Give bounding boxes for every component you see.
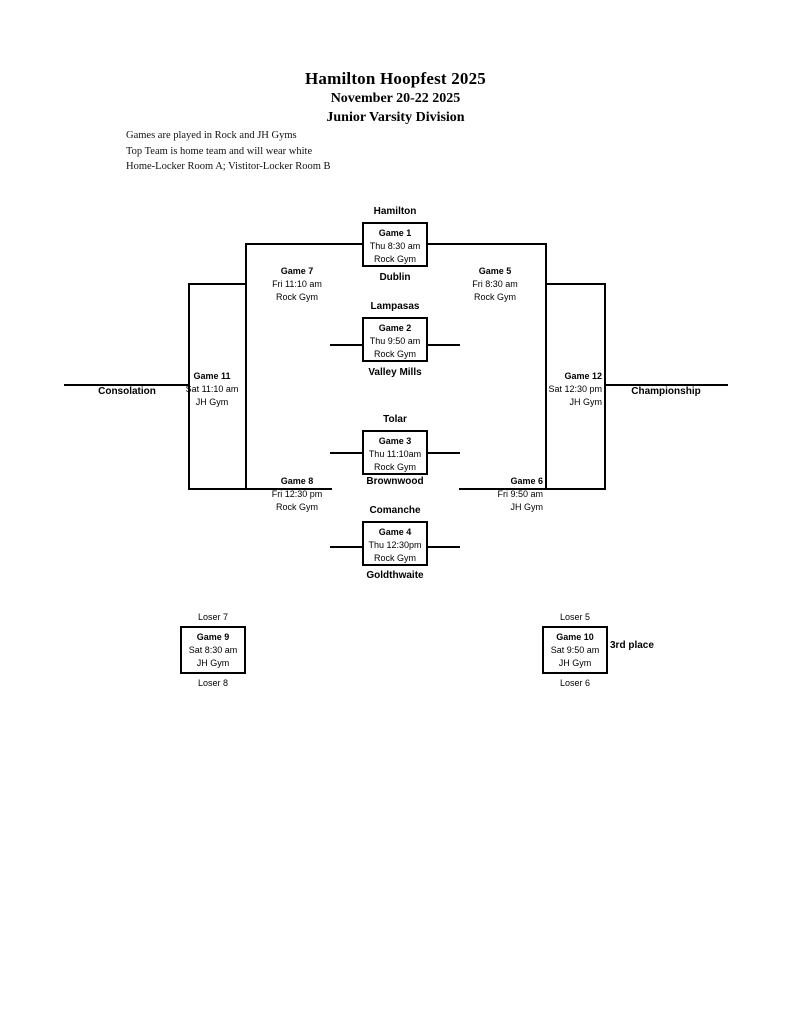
note-line-2: Top Team is home team and will wear whit… — [126, 145, 313, 157]
game-8-time: Fri 12:30 pm — [271, 489, 323, 499]
bracket-arm-g7-top — [245, 243, 332, 245]
slot-label-game10-top: Loser 5 — [559, 612, 591, 622]
bracket-spine-g12 — [604, 283, 606, 490]
connector-g1-out — [428, 243, 460, 245]
team-label-game1-top: Hamilton — [373, 206, 417, 217]
game-node-12[interactable]: Game 12 Sat 12:30 pm JH Gym — [506, 370, 602, 409]
bracket-arm-g12-top — [545, 283, 606, 285]
game-5-time: Fri 8:30 am — [472, 279, 518, 289]
game-3-name: Game 3 — [378, 436, 412, 446]
game-box-1[interactable]: Game 1 Thu 8:30 am Rock Gym — [362, 222, 428, 267]
game-10-name: Game 10 — [556, 632, 594, 642]
team-label-game2-top: Lampasas — [370, 301, 420, 312]
game-1-name: Game 1 — [378, 228, 412, 238]
game-7-name: Game 7 — [280, 266, 314, 276]
bracket-spine-g7 — [245, 243, 247, 490]
bracket-arm-g11-top — [188, 283, 247, 285]
game-node-8[interactable]: Game 8 Fri 12:30 pm Rock Gym — [249, 475, 345, 514]
game-box-3[interactable]: Game 3 Thu 11:10am Rock Gym — [362, 430, 428, 475]
game-box-10[interactable]: Game 10 Sat 9:50 am JH Gym — [542, 626, 608, 674]
game-12-venue: JH Gym — [569, 397, 603, 407]
bracket-arm-g7-bottom — [245, 488, 332, 490]
connector-g1-in — [330, 243, 362, 245]
connector-g3-out — [428, 452, 460, 454]
team-label-game3-top: Tolar — [383, 414, 407, 425]
team-label-game2-bottom: Valley Mills — [368, 367, 422, 378]
game-7-venue: Rock Gym — [275, 292, 318, 302]
page-title: Hamilton Hoopfest 2025 — [304, 69, 486, 88]
bracket-arm-g11-bottom — [188, 488, 247, 490]
game-2-venue: Rock Gym — [373, 349, 416, 359]
game-11-time: Sat 11:10 am — [185, 384, 239, 394]
game-6-time: Fri 9:50 am — [497, 489, 543, 499]
slot-label-game9-bottom: Loser 8 — [197, 678, 229, 688]
game-2-time: Thu 9:50 am — [369, 336, 421, 346]
note-line-1: Games are played in Rock and JH Gyms — [126, 130, 297, 141]
game-8-name: Game 8 — [280, 476, 314, 486]
bracket-spine-g5 — [545, 243, 547, 490]
game-5-name: Game 5 — [478, 266, 512, 276]
bracket-arm-g12-bottom — [545, 488, 606, 490]
championship-line — [604, 384, 728, 386]
game-9-time: Sat 8:30 am — [188, 645, 238, 655]
game-11-name: Game 11 — [193, 371, 231, 381]
game-1-venue: Rock Gym — [373, 254, 416, 264]
connector-g2-out — [428, 344, 460, 346]
team-label-game3-bottom: Brownwood — [366, 476, 424, 487]
game-box-9[interactable]: Game 9 Sat 8:30 am JH Gym — [180, 626, 246, 674]
game-1-time: Thu 8:30 am — [369, 241, 421, 251]
game-node-6[interactable]: Game 6 Fri 9:50 am JH Gym — [447, 475, 543, 514]
bracket-arm-g5-bottom — [459, 488, 547, 490]
game-box-4[interactable]: Game 4 Thu 12:30pm Rock Gym — [362, 521, 428, 566]
third-place-label: 3rd place — [610, 640, 654, 651]
consolation-line — [64, 384, 190, 386]
game-4-name: Game 4 — [378, 527, 412, 537]
game-6-venue: JH Gym — [510, 502, 544, 512]
game-node-11[interactable]: Game 11 Sat 11:10 am JH Gym — [164, 370, 260, 409]
game-3-venue: Rock Gym — [373, 462, 416, 472]
team-label-game4-bottom: Goldthwaite — [366, 570, 424, 581]
tournament-dates: November 20-22 2025 — [330, 91, 461, 106]
game-12-time: Sat 12:30 pm — [548, 384, 602, 394]
game-4-time: Thu 12:30pm — [368, 540, 422, 550]
game-box-2[interactable]: Game 2 Thu 9:50 am Rock Gym — [362, 317, 428, 362]
game-5-venue: Rock Gym — [473, 292, 516, 302]
connector-g4-in — [330, 546, 362, 548]
slot-label-game9-top: Loser 7 — [197, 612, 229, 622]
slot-label-game10-bottom: Loser 6 — [559, 678, 591, 688]
game-12-name: Game 12 — [564, 371, 602, 381]
connector-g3-in — [330, 452, 362, 454]
game-4-venue: Rock Gym — [373, 553, 416, 563]
championship-label: Championship — [631, 386, 701, 397]
connector-g4-out — [428, 546, 460, 548]
game-10-venue: JH Gym — [558, 658, 592, 668]
bracket-arm-g5-top — [459, 243, 547, 245]
tournament-notes: Games are played in Rock and JH Gyms Top… — [126, 128, 331, 175]
team-label-game1-bottom: Dublin — [379, 272, 411, 283]
game-6-name: Game 6 — [510, 476, 543, 486]
bracket-spine-g11 — [188, 283, 190, 490]
game-7-time: Fri 11:10 am — [272, 279, 322, 289]
game-2-name: Game 2 — [378, 323, 412, 333]
game-9-name: Game 9 — [196, 632, 230, 642]
game-3-time: Thu 11:10am — [368, 449, 422, 459]
division-label: Junior Varsity Division — [326, 110, 465, 125]
game-11-venue: JH Gym — [195, 397, 229, 407]
note-line-3: Home-Locker Room A; Vistitor-Locker Room… — [126, 161, 331, 172]
game-9-venue: JH Gym — [196, 658, 230, 668]
game-node-7[interactable]: Game 7 Fri 11:10 am Rock Gym — [249, 265, 345, 304]
game-10-time: Sat 9:50 am — [550, 645, 600, 655]
connector-g2-in — [330, 344, 362, 346]
team-label-game4-top: Comanche — [369, 505, 421, 516]
game-8-venue: Rock Gym — [275, 502, 318, 512]
header-block: Hamilton Hoopfest 2025 November 20-22 20… — [0, 68, 791, 127]
game-node-5[interactable]: Game 5 Fri 8:30 am Rock Gym — [447, 265, 543, 304]
consolation-label: Consolation — [98, 386, 156, 397]
